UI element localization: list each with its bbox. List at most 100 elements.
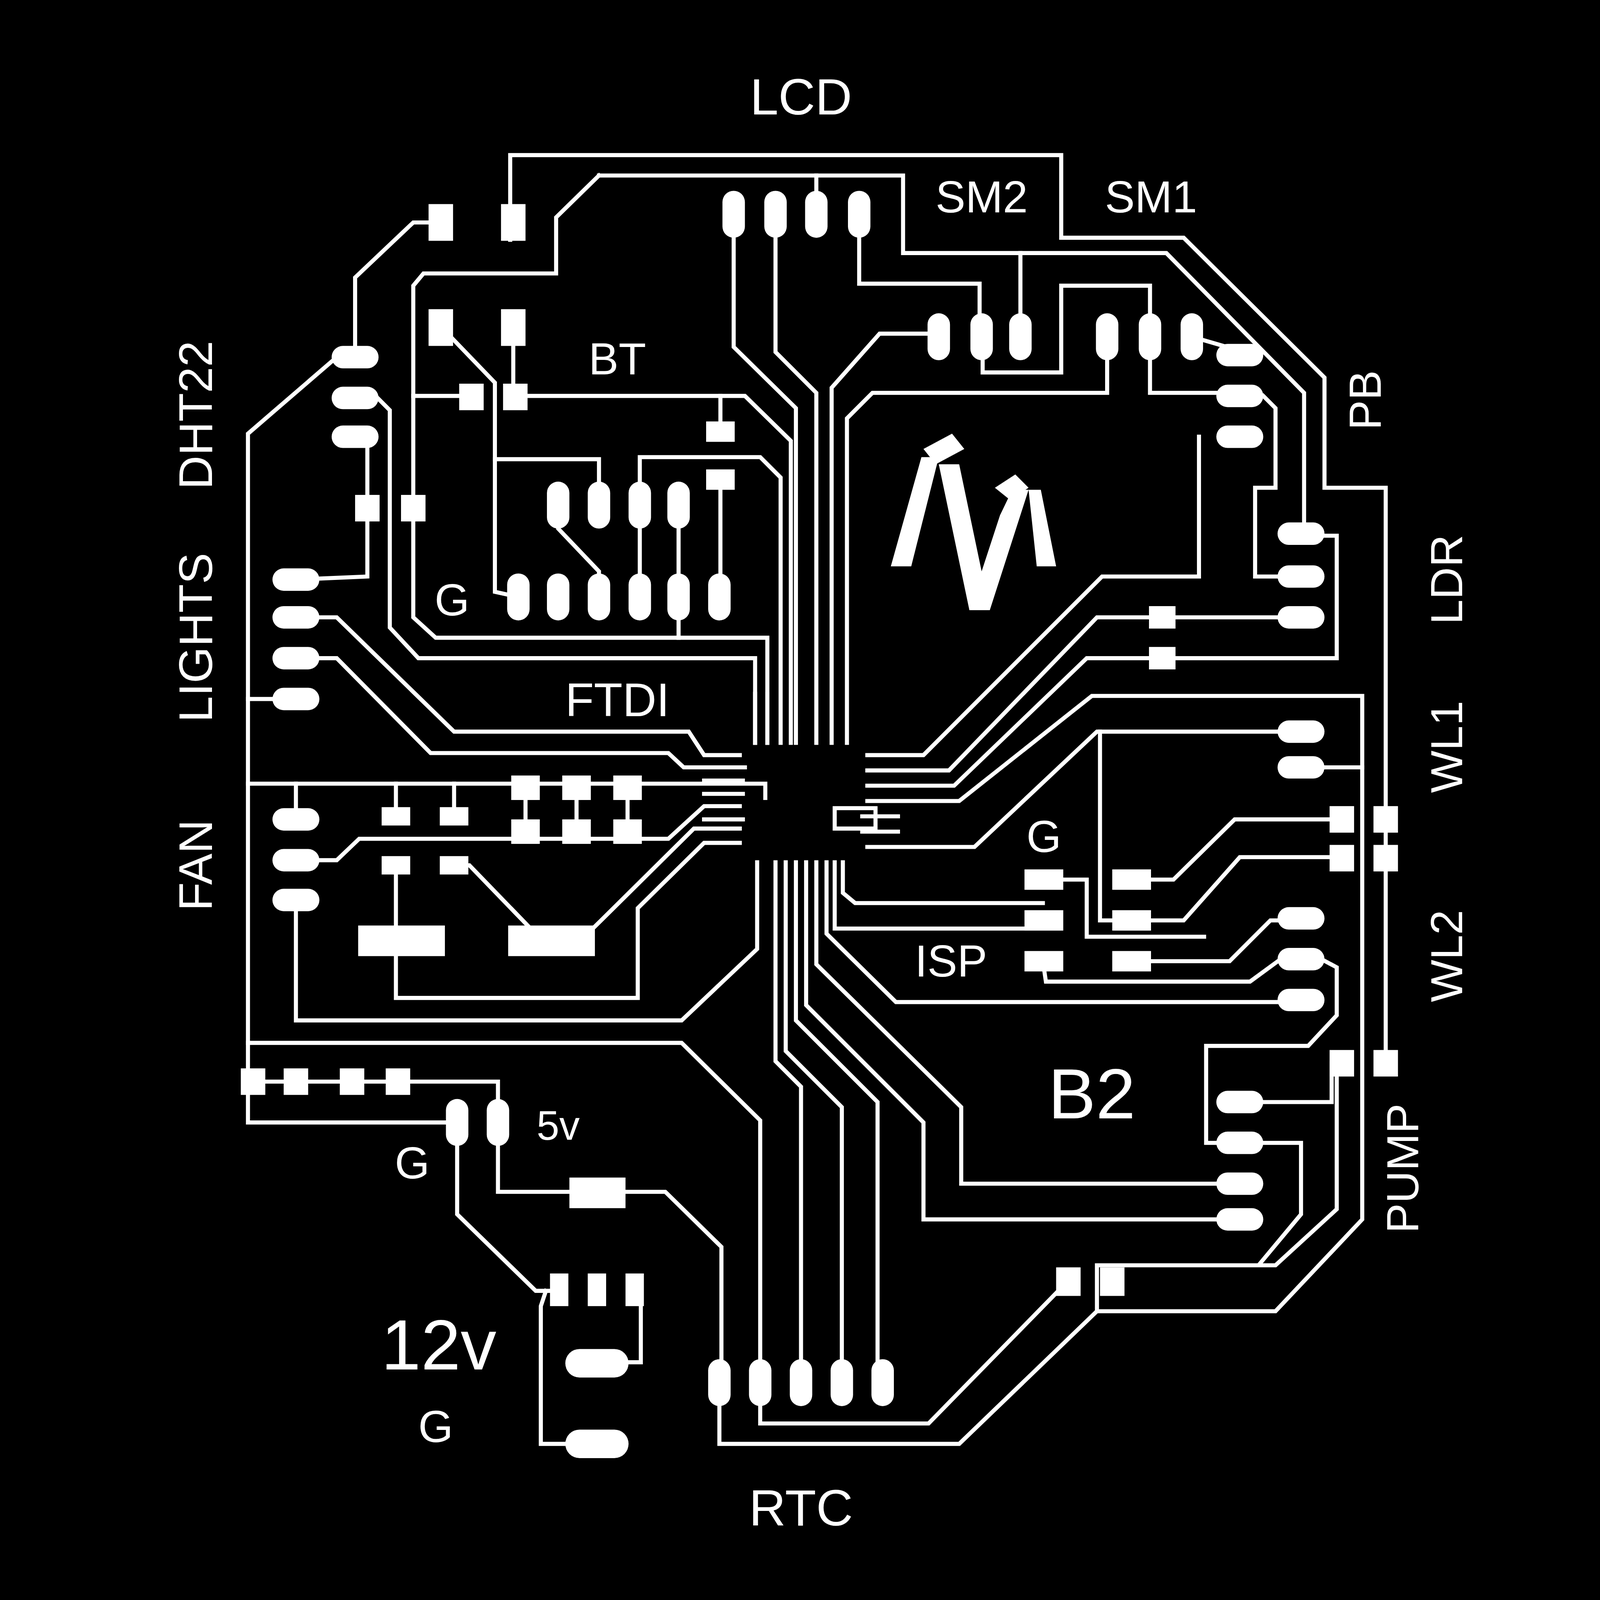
pcb-artwork (1260, 1063, 1332, 1102)
pcb-artwork (704, 817, 743, 822)
pcb-artwork (1112, 910, 1152, 931)
pcb-artwork (283, 1068, 309, 1096)
pcb-artwork (775, 862, 801, 1373)
pcb-artwork (1277, 606, 1325, 629)
pcb-artwork (1277, 756, 1325, 779)
pcb-artwork (1099, 731, 1131, 921)
pcb-label: LIGHTS (170, 550, 222, 726)
pcb-artwork (867, 731, 1301, 847)
pcb-artwork (1138, 313, 1162, 360)
pcb-label: G (415, 1401, 456, 1452)
pcb-artwork (613, 819, 643, 844)
pcb-label: WL1 (1422, 698, 1472, 796)
pcb-artwork (1216, 1090, 1264, 1114)
pcb-artwork (1099, 1267, 1125, 1297)
pcb-artwork (753, 694, 758, 744)
pcb-artwork (733, 214, 796, 744)
pcb-artwork (1024, 869, 1064, 890)
pcb-artwork (1142, 920, 1301, 962)
pcb-label: G (432, 575, 472, 625)
pcb-artwork (247, 783, 766, 798)
pcb-artwork (842, 862, 1043, 903)
pcb-artwork (428, 309, 453, 346)
pcb-artwork (1373, 806, 1399, 833)
pcb-artwork (847, 190, 871, 238)
pcb-artwork (1329, 806, 1355, 833)
pcb-artwork (613, 775, 643, 800)
pcb-artwork (395, 842, 740, 998)
pcb-artwork (440, 326, 519, 597)
pcb-artwork (1149, 606, 1176, 629)
pcb-artwork (1028, 489, 1056, 567)
pcb-artwork (1216, 425, 1264, 449)
pcb-artwork (401, 494, 426, 522)
pcb-artwork (667, 573, 690, 621)
pcb-artwork (381, 856, 411, 875)
pcb-artwork (871, 1358, 894, 1406)
pcb-label: LCD (747, 68, 855, 125)
pcb-artwork (775, 214, 817, 744)
pcb-artwork (722, 190, 746, 238)
pcb-artwork (826, 862, 1281, 1002)
pcb-artwork (1329, 844, 1355, 872)
pcb-artwork (890, 457, 939, 567)
pcb-artwork (765, 694, 770, 744)
pcb-artwork (272, 808, 320, 831)
pcb-label: PB (1340, 367, 1391, 433)
pcb-artwork (1216, 1131, 1264, 1155)
pcb-artwork (1216, 1208, 1264, 1231)
pcb-label: G (1024, 812, 1064, 862)
pcb-artwork (923, 433, 965, 465)
pcb-artwork (830, 1358, 854, 1406)
pcb-artwork (1277, 988, 1325, 1012)
pcb-label: BT (586, 334, 649, 385)
pcb-artwork (927, 313, 950, 360)
pcb-artwork (486, 1099, 510, 1146)
pcb-artwork (831, 333, 939, 743)
pcb-artwork (272, 888, 320, 912)
pcb-artwork (272, 687, 320, 711)
pcb-artwork (1329, 1049, 1355, 1077)
pcb-artwork (565, 1429, 629, 1459)
pcb-label: RTC (746, 1480, 856, 1537)
pcb-artwork (272, 849, 320, 872)
pcb-artwork (1142, 819, 1343, 880)
pcb-artwork (1095, 313, 1119, 360)
pcb-artwork (1277, 947, 1325, 971)
pcb-artwork (628, 573, 652, 621)
pcb-label: LDR (1422, 532, 1472, 628)
pcb-artwork (1321, 765, 1363, 770)
pcb-artwork (1206, 959, 1337, 1143)
pcb-artwork (355, 494, 380, 522)
pcb-artwork (331, 345, 379, 369)
pcb-artwork (867, 617, 1301, 771)
pcb-artwork (339, 1068, 365, 1096)
pcb-label: 5v (534, 1103, 582, 1148)
pcb-artwork (1277, 522, 1325, 545)
pcb-artwork (1043, 959, 1302, 982)
pcb-artwork (587, 1273, 607, 1307)
pcb-artwork (970, 313, 994, 360)
pcb-artwork (625, 1273, 645, 1307)
pcb-artwork (1180, 313, 1204, 360)
pcb-artwork (241, 1068, 266, 1096)
pcb-artwork (428, 203, 453, 241)
pcb-artwork (355, 222, 441, 358)
pcb-artwork (859, 214, 980, 337)
pcb-artwork (1024, 951, 1064, 972)
pcb-artwork (459, 383, 484, 411)
pcb-artwork (1216, 1172, 1264, 1195)
pcb-artwork (381, 807, 411, 826)
pcb-artwork (862, 829, 898, 834)
pcb-artwork (358, 925, 445, 956)
pcb-artwork (316, 617, 740, 756)
pcb-artwork (546, 481, 570, 529)
pcb-artwork (511, 819, 540, 844)
pcb-artwork (247, 155, 1386, 1445)
pcb-artwork (331, 386, 379, 410)
pcb-artwork (704, 791, 743, 796)
pcb-artwork (510, 155, 1386, 1064)
pcb-artwork (272, 606, 320, 629)
pcb-artwork (708, 1358, 731, 1406)
